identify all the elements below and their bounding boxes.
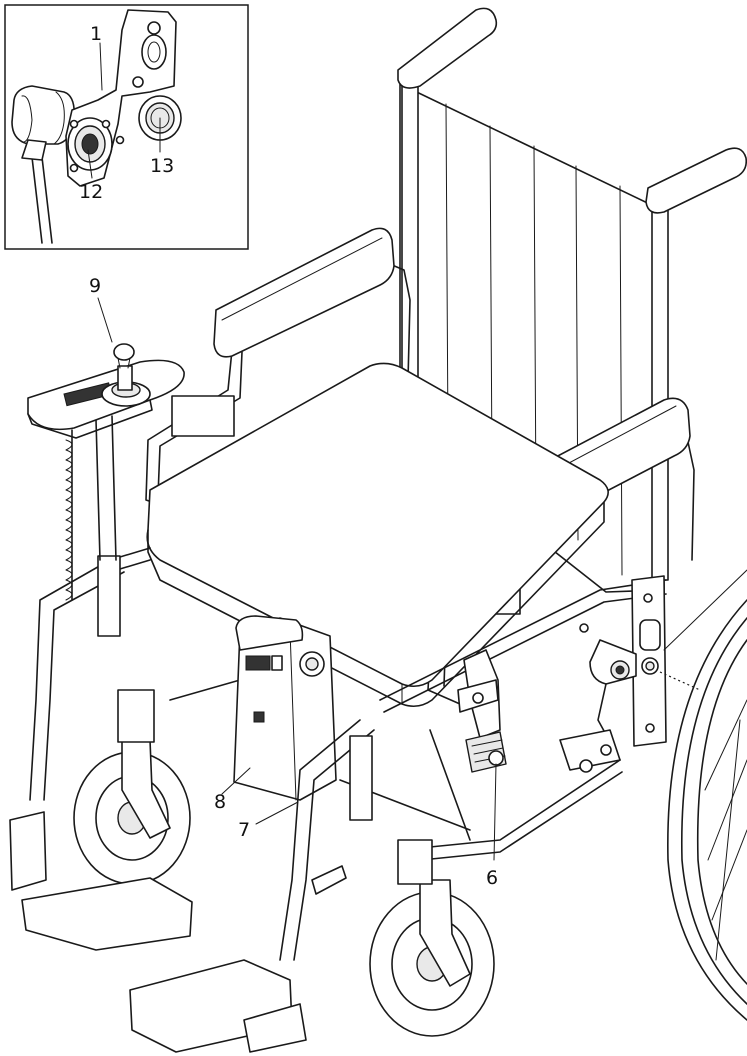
frame bbox=[109, 547, 747, 863]
callout-7: 7 bbox=[238, 819, 250, 841]
front-casters bbox=[9, 555, 495, 1053]
callout-8: 8 bbox=[214, 791, 226, 813]
callout-1: 1 bbox=[90, 23, 102, 45]
rear-wheel bbox=[667, 599, 747, 1021]
callout-12: 12 bbox=[79, 181, 103, 203]
callout-13: 13 bbox=[150, 155, 174, 177]
joystick-controller bbox=[27, 297, 185, 601]
brake-lever bbox=[457, 649, 507, 861]
inset-detail bbox=[4, 4, 249, 250]
battery-unit bbox=[221, 615, 337, 825]
callout-9: 9 bbox=[89, 275, 101, 297]
callout-6: 6 bbox=[486, 867, 498, 889]
